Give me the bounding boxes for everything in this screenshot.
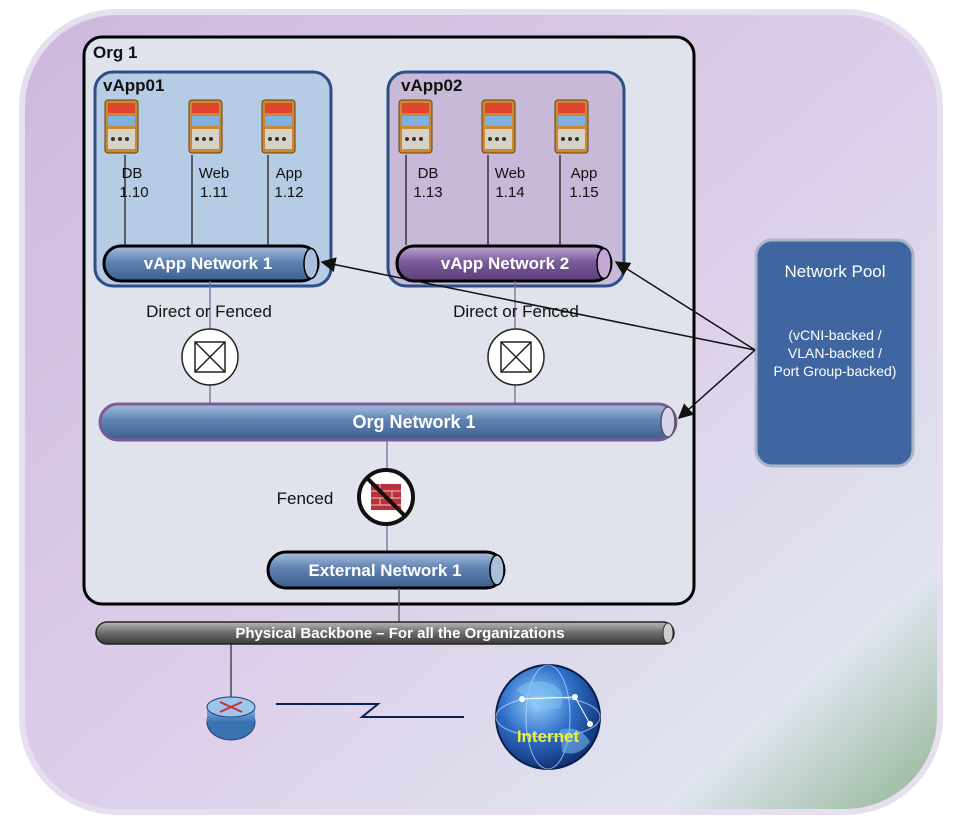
- org-network-1-label: Org Network 1: [352, 412, 475, 432]
- switch-icon-right: [487, 328, 545, 386]
- direct-or-fenced-right: Direct or Fenced: [453, 302, 579, 321]
- fenced-label: Fenced: [277, 489, 334, 508]
- vm-app-2-name: App: [571, 165, 598, 182]
- network-pool-box: Network Pool (vCNI-backed / VLAN-backed …: [754, 238, 915, 468]
- network-pool-line-1: (vCNI-backed /: [788, 327, 881, 343]
- vm-db-1-ip: 1.10: [119, 184, 148, 201]
- vm-links: [124, 155, 561, 245]
- vapp-network-1-pipe: vApp Network 1: [102, 244, 320, 283]
- vm-icon-app-1: [261, 99, 296, 154]
- external-network-1-pipe: External Network 1: [266, 550, 506, 590]
- vm-db-1-name: DB: [122, 165, 143, 182]
- backbone-label: Physical Backbone – For all the Organiza…: [235, 625, 564, 642]
- vm-web-2-name: Web: [495, 165, 526, 182]
- network-pool-line-2: VLAN-backed /: [788, 345, 882, 361]
- org-label: Org 1: [93, 43, 137, 62]
- pool-arrow-org-network-1: [677, 349, 756, 420]
- internet-globe-icon: Internet: [495, 664, 601, 770]
- router-icon: [206, 696, 256, 741]
- network-pool-title: Network Pool: [784, 262, 885, 281]
- org-network-1-pipe: Org Network 1: [98, 402, 678, 442]
- external-network-1-label: External Network 1: [308, 561, 461, 580]
- vm-app-1-name: App: [276, 165, 303, 182]
- direct-or-fenced-left: Direct or Fenced: [146, 302, 272, 321]
- pool-arrow-vapp-network-1: [320, 257, 756, 351]
- vapp-network-2-label: vApp Network 2: [441, 254, 569, 273]
- vm-db-2-name: DB: [418, 165, 439, 182]
- vapp-network-2-pipe: vApp Network 2: [395, 244, 613, 283]
- vm-web-1-ip: 1.11: [200, 184, 228, 201]
- vm-web-1-name: Web: [199, 165, 230, 182]
- vm-icon-db-1: [104, 99, 139, 154]
- network-pool-line-3: Port Group-backed): [774, 363, 897, 379]
- vm-icon-web-2: [481, 99, 516, 154]
- vm-app-1-ip: 1.12: [274, 184, 303, 201]
- wan-link-icon: [276, 703, 464, 718]
- vm-db-2-ip: 1.13: [413, 184, 442, 201]
- vm-icon-db-2: [398, 99, 433, 154]
- firewall-icon: [357, 468, 415, 526]
- internet-label: Internet: [517, 727, 580, 746]
- vapp-01-label: vApp01: [103, 76, 164, 95]
- vm-app-2-ip: 1.15: [569, 184, 598, 201]
- vm-web-2-ip: 1.14: [495, 184, 524, 201]
- physical-backbone-pipe: Physical Backbone – For all the Organiza…: [95, 621, 675, 645]
- vm-icon-web-1: [188, 99, 223, 154]
- switch-icon-left: [181, 328, 239, 386]
- pool-arrows: [320, 257, 756, 420]
- vapp-network-1-label: vApp Network 1: [144, 254, 272, 273]
- vm-icon-app-2: [554, 99, 589, 154]
- pool-arrow-vapp-network-2: [614, 261, 756, 351]
- vapp-02-label: vApp02: [401, 76, 462, 95]
